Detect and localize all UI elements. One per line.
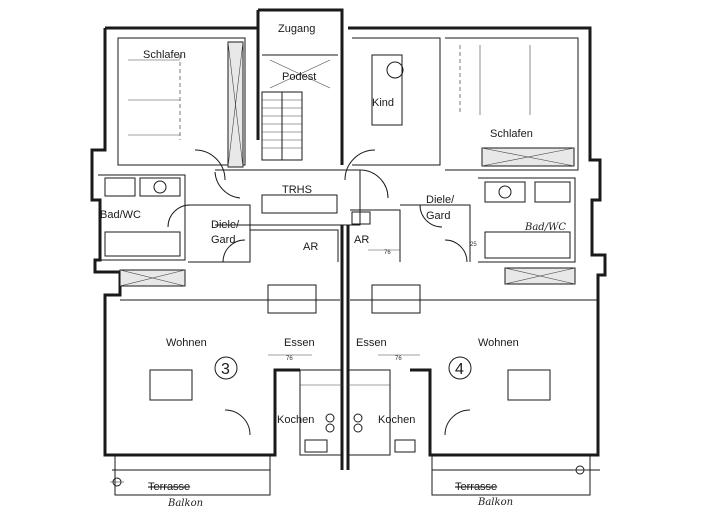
unit-circle-left (214, 356, 238, 380)
room-labels: Zugang Podest Schlafen Kind Schlafen TRH… (100, 23, 533, 493)
dim-essen-right: 76 (395, 356, 402, 362)
dimension-marks: 76 76 76 25 (268, 242, 477, 362)
label-trhs: TRHS (282, 184, 312, 196)
interior-walls (98, 37, 598, 456)
label-terrasse-left: Terrasse (148, 481, 190, 493)
handwritten-notes: Balkon Balkon Bad/WC (167, 222, 566, 509)
label-schlafen-right: Schlafen (490, 128, 533, 140)
label-wohnen-left: Wohnen (166, 337, 207, 349)
label-bad-wc: Bad/WC (100, 209, 141, 221)
label-kochen-left: Kochen (277, 414, 314, 426)
label-essen-left: Essen (284, 337, 315, 349)
handwritten-balkon-left: Balkon (167, 498, 203, 509)
label-diele-left-1: Diele/ (211, 219, 240, 231)
label-terrasse-right: Terrasse (455, 481, 497, 493)
label-ar-left: AR (303, 241, 318, 253)
dim-essen-left: 76 (286, 356, 293, 362)
handwritten-bad-right: Bad/WC (524, 222, 566, 233)
door-swings (167, 149, 471, 436)
outer-walls (90, 8, 607, 470)
unit-number-left: 3 (221, 361, 230, 378)
handwritten-balkon-right: Balkon (477, 497, 513, 508)
label-schlafen-left: Schlafen (143, 49, 186, 61)
label-wohnen-right: Wohnen (478, 337, 519, 349)
label-diele-right-2: Gard (426, 210, 450, 222)
unit-markers: 3 4 (214, 356, 472, 380)
dim-ar-right: 76 (384, 250, 391, 256)
label-zugang: Zugang (278, 23, 315, 35)
dim-diele-right: 25 (470, 242, 477, 248)
label-ar-right: AR (354, 234, 369, 246)
unit-number-right: 4 (455, 361, 464, 378)
terraces (110, 455, 600, 496)
unit-circle-right (448, 356, 472, 380)
label-essen-right: Essen (356, 337, 387, 349)
label-kochen-right: Kochen (378, 414, 415, 426)
label-diele-left-2: Gard (211, 234, 235, 246)
label-kind: Kind (372, 97, 394, 109)
label-diele-right-1: Diele/ (426, 194, 455, 206)
label-podest: Podest (282, 71, 316, 83)
